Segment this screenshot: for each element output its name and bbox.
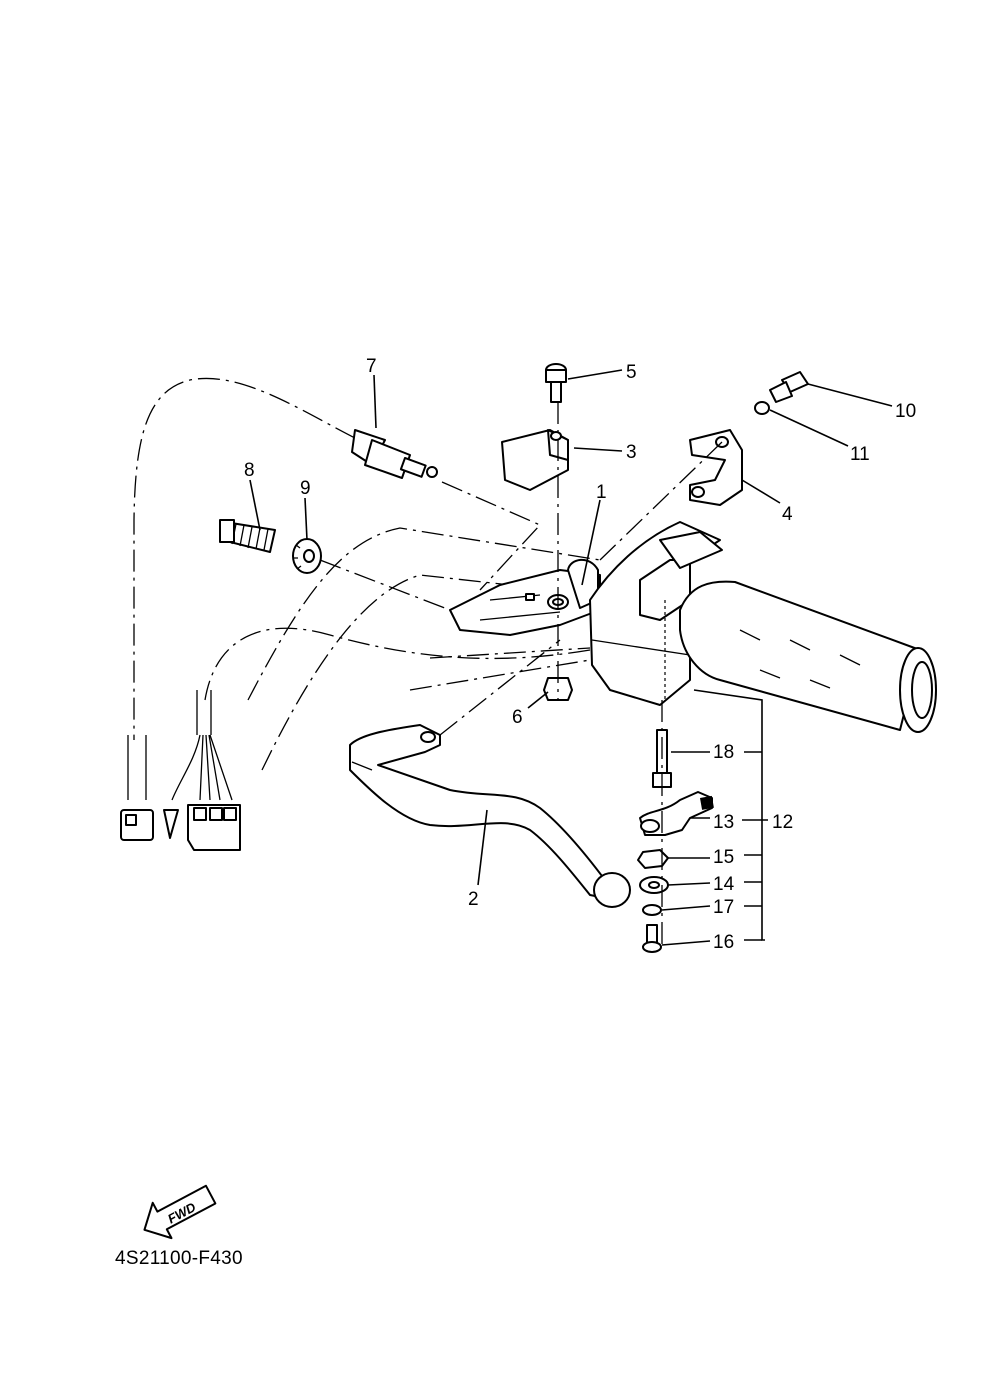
callout-13: 13: [713, 812, 734, 833]
block-part-3: [501, 429, 569, 491]
callout-15: 15: [713, 847, 734, 868]
leader-lines: [249, 369, 893, 946]
connector-left: [120, 809, 154, 841]
callout-5: 5: [626, 362, 637, 383]
lever-part-2: [349, 724, 631, 908]
adjuster-bolt-part-8: [219, 519, 276, 553]
callout-17: 17: [713, 897, 734, 918]
washer-part-14: [639, 876, 669, 894]
callout-8: 8: [244, 460, 255, 481]
handgrip: [679, 580, 937, 733]
washer-part-11: [754, 401, 770, 415]
callout-10: 10: [895, 401, 916, 422]
washer-part-17: [642, 904, 662, 916]
callout-11: 11: [850, 444, 870, 465]
callout-2: 2: [468, 889, 479, 910]
switch-part-7: [351, 429, 438, 479]
lever-bracket-part-1: [449, 558, 601, 636]
axis-line-switch: [441, 481, 542, 591]
callout-7: 7: [366, 356, 377, 377]
holder-part-4: [689, 429, 743, 506]
callout-3: 3: [626, 442, 637, 463]
callout-18: 18: [713, 742, 734, 763]
diagram-code: 4S21100-F430: [115, 1248, 243, 1269]
switch-cable: [171, 627, 591, 801]
screw-part-5: [545, 363, 567, 403]
axis-line-lever: [439, 639, 561, 736]
callout-9: 9: [300, 478, 311, 499]
callout-16: 16: [713, 932, 734, 953]
connector-right: [187, 804, 241, 851]
callout-14: 14: [713, 874, 735, 895]
handlebar-ghost-outline: [247, 527, 601, 771]
fwd-arrow-icon: FWD: [143, 1184, 217, 1240]
screw-part-16: [642, 924, 662, 953]
axis-line-adjuster: [319, 559, 451, 611]
axis-line-holder: [599, 441, 723, 561]
bolt-part-10: [769, 371, 809, 403]
callout-4: 4: [782, 504, 793, 525]
connector-probe: [163, 809, 179, 839]
locknut-part-9: [292, 538, 322, 574]
switch-housing: [589, 521, 723, 706]
clutch-cable: [127, 377, 356, 800]
callout-6: 6: [512, 707, 523, 728]
lever-part-13: [639, 791, 714, 836]
nut-part-15: [637, 849, 669, 869]
callout-12: 12: [772, 812, 793, 833]
callout-1: 1: [596, 482, 607, 503]
